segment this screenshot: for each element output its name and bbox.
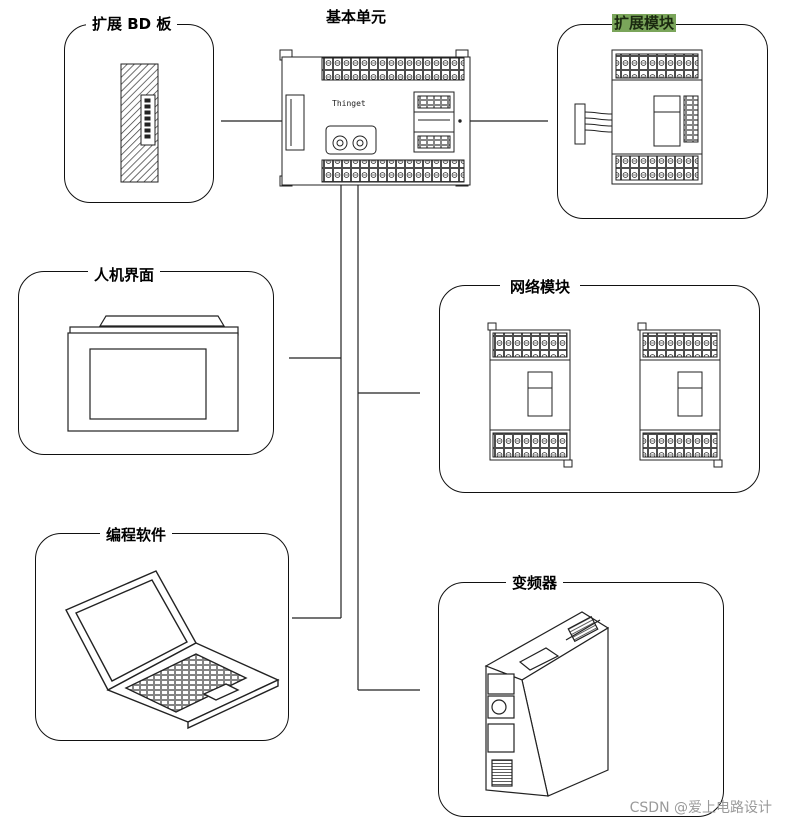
inverter-image: [484, 611, 610, 797]
watermark: CSDN @爱上电路设计: [629, 800, 772, 816]
expansion-module-label: 扩展模块: [612, 14, 677, 32]
inverter-label: 变频器: [506, 574, 564, 592]
hmi-image: [67, 315, 239, 432]
programming-software-label: 编程软件: [100, 526, 173, 544]
base-unit-plc-image: [279, 49, 471, 187]
base-unit-label: 基本单元: [326, 8, 387, 26]
hmi-label: 人机界面: [88, 266, 161, 284]
expansion-bd-board-label: 扩展 BD 板: [86, 15, 178, 33]
expansion-module-image: [574, 49, 703, 185]
laptop-image: [65, 570, 280, 730]
network-module-2-image: [637, 322, 723, 468]
plc-brand-text: Thinget: [332, 99, 366, 108]
network-module-1-image: [487, 322, 573, 468]
network-module-label: 网络模块: [500, 278, 581, 296]
bd-board-image: [120, 63, 159, 183]
